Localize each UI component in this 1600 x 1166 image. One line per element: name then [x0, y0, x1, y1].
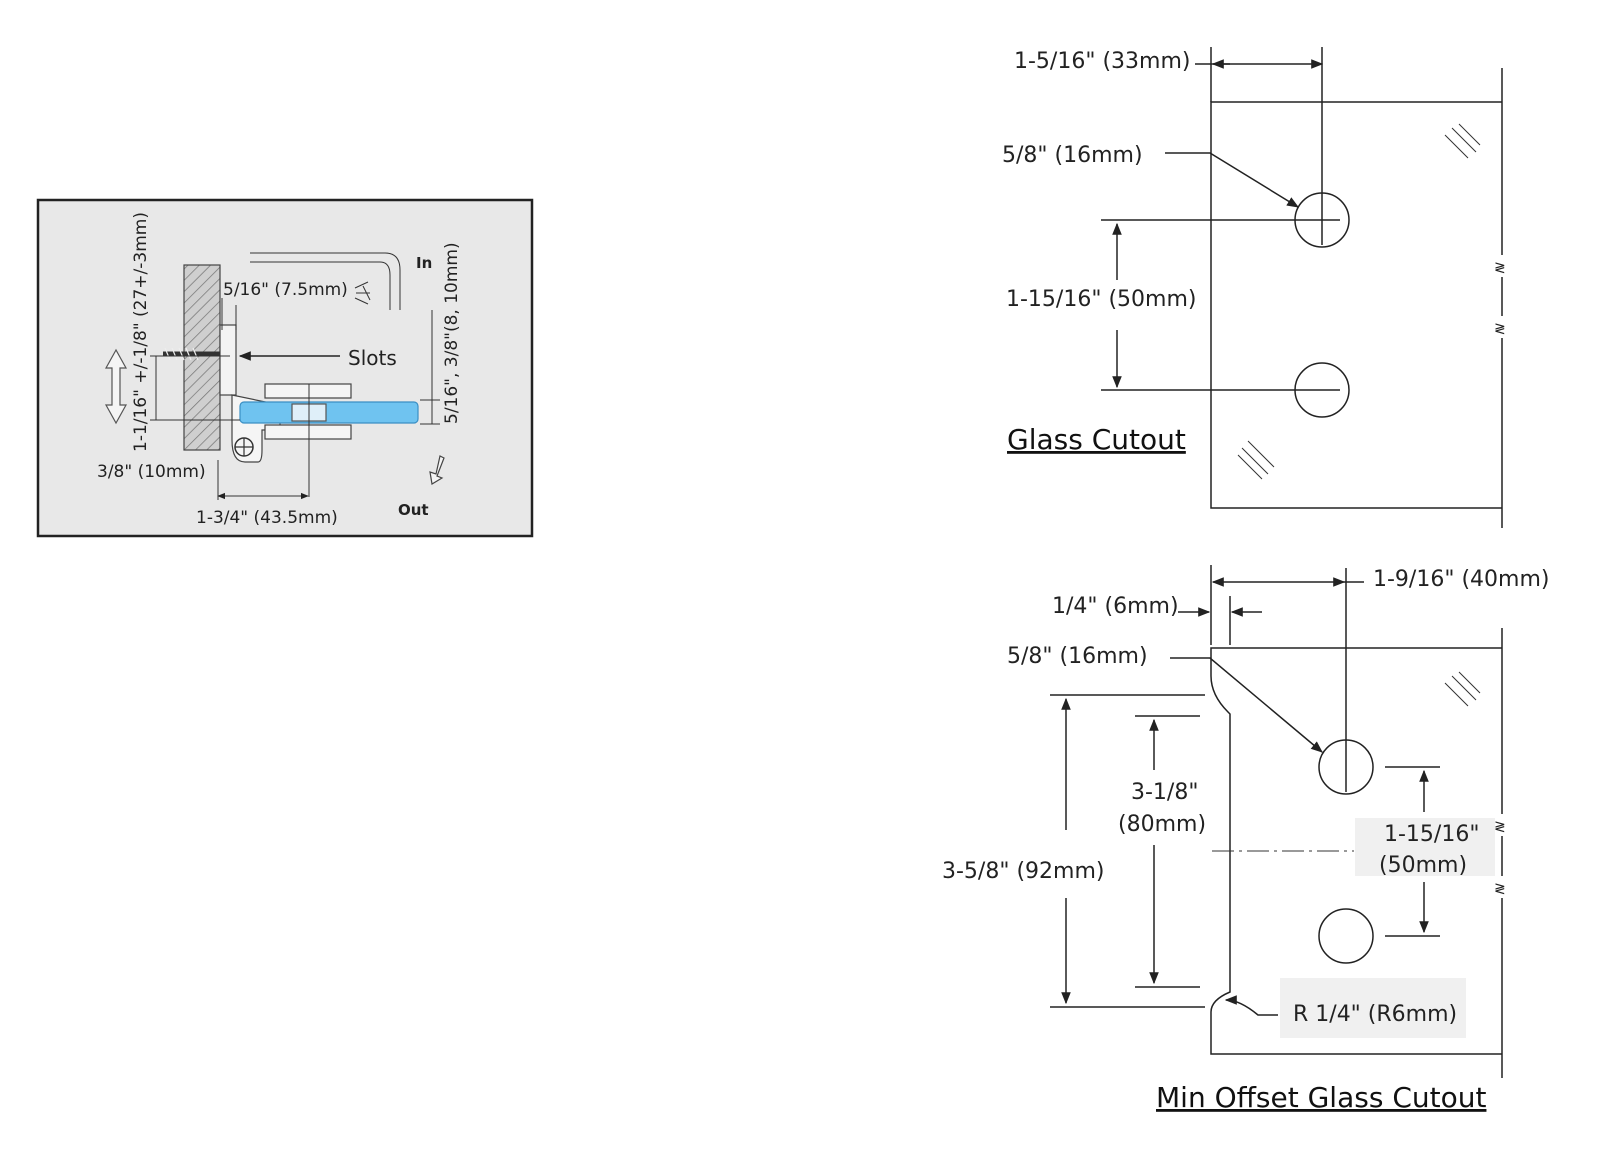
notch-inner-label-line2: (80mm) — [1118, 812, 1206, 837]
offset-hole-diameter-label: 5/8" (16mm) — [1007, 644, 1148, 669]
min-offset-cutout-title: Min Offset Glass Cutout — [1156, 1081, 1486, 1114]
vertical-adjust-arrow-icon — [104, 348, 128, 425]
shower-icon — [354, 281, 371, 305]
hole-spacing-label-box — [1355, 818, 1495, 876]
glass-panel-section — [239, 401, 419, 424]
offset-label: 3/8" (10mm) — [97, 462, 206, 482]
svg-text:≷: ≷ — [1494, 260, 1506, 276]
offset-glass-outline — [1210, 647, 1502, 1055]
glass-cutout-title: Glass Cutout — [1007, 423, 1186, 456]
gap-label: 5/16" (7.5mm) — [223, 280, 348, 300]
screw-icon — [163, 347, 220, 361]
notch-outer-label: 3-5/8" (92mm) — [942, 859, 1104, 884]
svg-text:≷: ≷ — [1494, 321, 1506, 337]
svg-text:≷: ≷ — [1494, 881, 1506, 897]
offset-hole-spacing-label-line2: (50mm) — [1379, 853, 1467, 878]
glass-outline — [1210, 101, 1502, 509]
min-offset-cutout-drawing: ≷ ≷ 1-9/16" (40mm) 1/4" (6mm) 5/8" (16mm… — [942, 565, 1549, 1114]
offset-edge-to-center-label: 1-9/16" (40mm) — [1373, 567, 1549, 592]
offset-hinge-hole-bottom — [1318, 908, 1374, 964]
glass-thickness-label: 5/16", 3/8"(8, 10mm) — [442, 242, 462, 424]
slots-label: Slots — [348, 346, 397, 370]
glass-cutout-drawing: ≷ ≷ 1-5/16" (33mm) 5/8" (16mm) 1-15/16" … — [1002, 47, 1514, 528]
edge-to-center-label: 1-5/16" (33mm) — [1014, 49, 1190, 74]
vertical-adjust-label: 1-1/16" +/-1/8" (27+/-3mm) — [131, 212, 151, 452]
notch-depth-label: 1/4" (6mm) — [1052, 594, 1179, 619]
hole-spacing-label: 1-15/16" (50mm) — [1006, 287, 1196, 312]
mounting-plate — [219, 324, 237, 396]
depth-label: 1-3/4" (43.5mm) — [196, 508, 338, 528]
svg-text:≷: ≷ — [1494, 819, 1506, 835]
hole-diameter-label: 5/8" (16mm) — [1002, 143, 1143, 168]
clamp-bottom-plate — [264, 424, 352, 440]
offset-hole-spacing-label-line1: 1-15/16" — [1384, 822, 1479, 847]
out-arrow-icon — [429, 455, 445, 485]
hinge-detail-panel: 5/16" (7.5mm) In Slots Out 3/8" (10mm) 1… — [36, 198, 534, 538]
radius-label: R 1/4" (R6mm) — [1293, 1002, 1457, 1027]
notch-inner-label-line1: 3-1/8" — [1131, 780, 1198, 805]
out-label: Out — [398, 501, 429, 519]
in-label: In — [416, 254, 432, 272]
clamp-top-plate — [264, 383, 352, 399]
radius-label-box — [1280, 978, 1466, 1038]
